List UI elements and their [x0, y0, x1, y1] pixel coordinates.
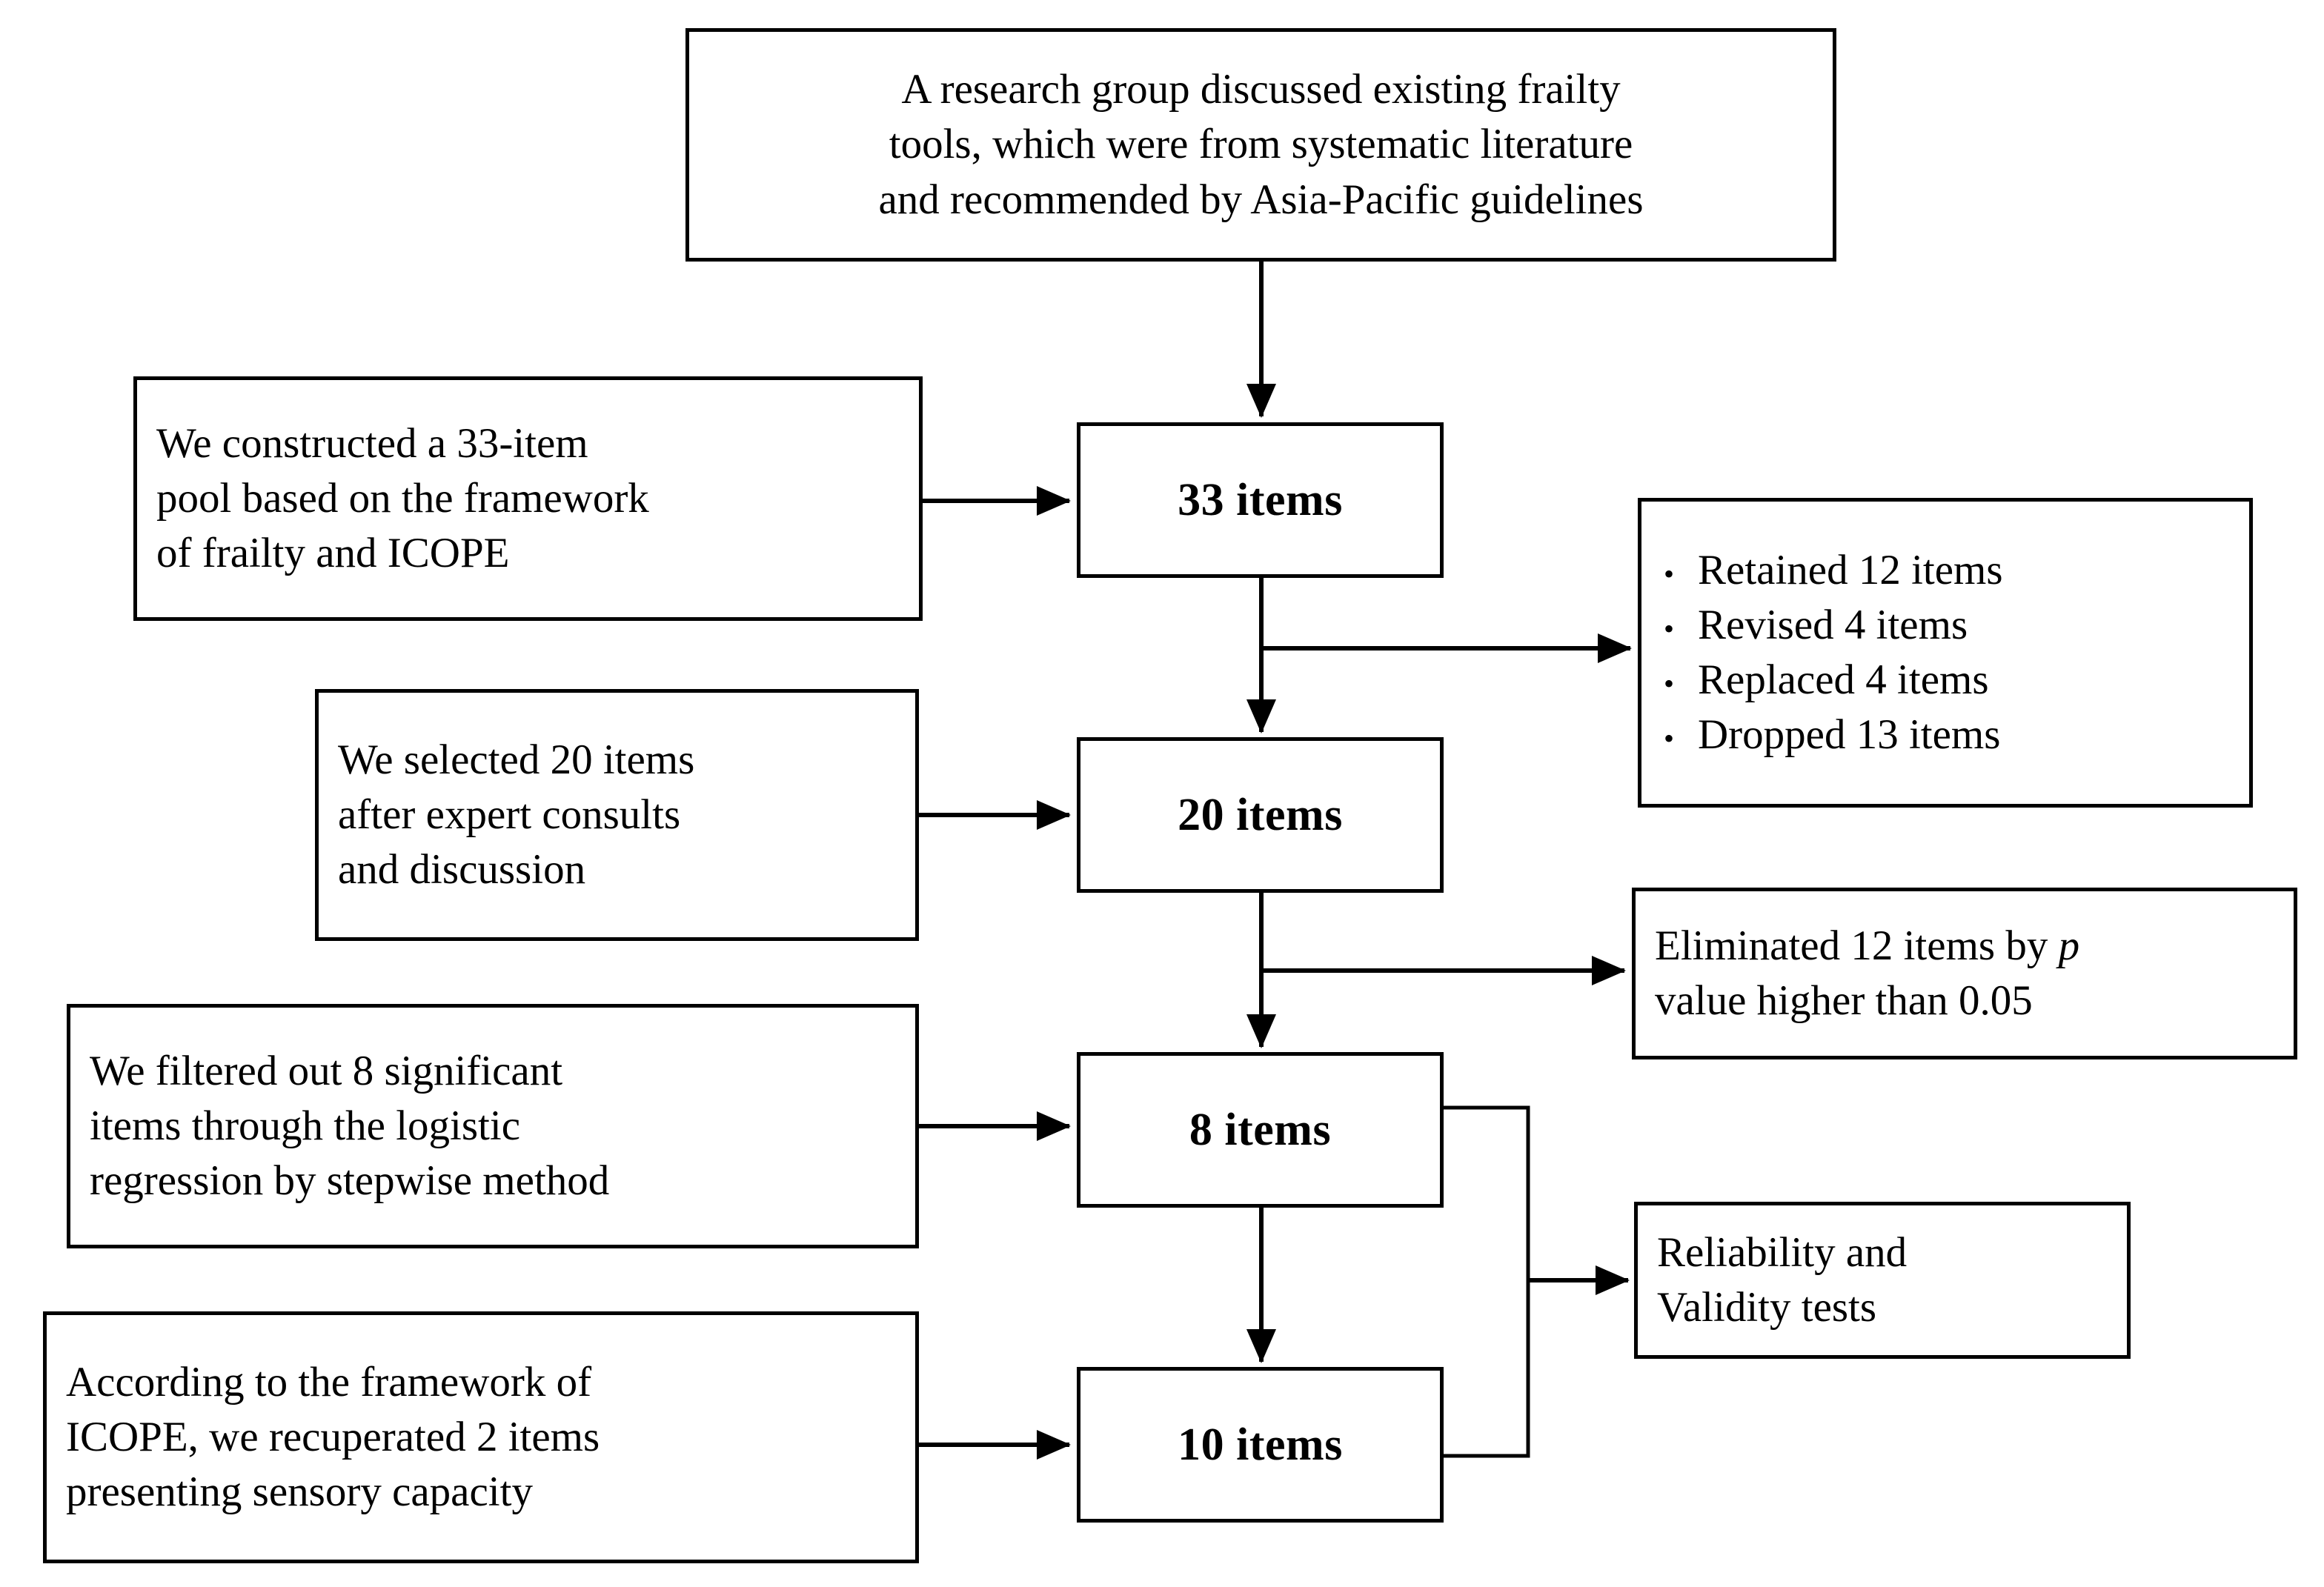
validation-line-2: Validity tests: [1657, 1284, 1877, 1331]
node-20-items-label: 20 items: [1178, 790, 1343, 840]
expert-review-outcome-box: • Retained 12 items • Revised 4 items • …: [1638, 498, 2253, 808]
eliminated-items-box: Eliminated 12 items by p value higher th…: [1632, 888, 2297, 1059]
node-8-items-label: 8 items: [1189, 1105, 1332, 1155]
recuperate-items-line-3: presenting sensory capacity: [66, 1468, 533, 1516]
logistic-regression-note: We filtered out 8 significant items thro…: [67, 1004, 919, 1248]
source-line-2: tools, which were from systematic litera…: [889, 121, 1633, 168]
expert-consult-note: We selected 20 items after expert consul…: [315, 689, 919, 941]
source-line-1: A research group discussed existing frai…: [901, 66, 1621, 113]
recuperate-items-line-1: According to the framework of: [66, 1358, 592, 1405]
recuperate-items-note: According to the framework of ICOPE, we …: [43, 1311, 919, 1563]
p-value-symbol: p: [2058, 922, 2080, 969]
bullet-dot-icon: •: [1664, 722, 1675, 756]
node-8-items: 8 items: [1077, 1052, 1444, 1208]
source-line-3: and recommended by Asia-Pacific guidelin…: [878, 176, 1644, 223]
bullet-dot-icon: •: [1664, 667, 1675, 700]
node-10-items-label: 10 items: [1178, 1420, 1343, 1470]
construct-pool-note: We constructed a 33-item pool based on t…: [133, 376, 923, 621]
construct-pool-line-1: We constructed a 33-item: [156, 419, 588, 467]
edge-8-and-10-to-validation-bracket: [1444, 1105, 1530, 1458]
logistic-regression-line-3: regression by stepwise method: [90, 1157, 610, 1205]
bullet-dot-icon: •: [1664, 556, 1675, 590]
outcome-list-item: • Revised 4 items: [1664, 598, 2227, 653]
outcome-list-item: • Replaced 4 items: [1664, 653, 2227, 708]
eliminated-line-1: Eliminated 12 items by p: [1655, 919, 2274, 974]
bullet-dot-icon: •: [1664, 611, 1675, 645]
recuperate-items-line-2: ICOPE, we recuperated 2 items: [66, 1413, 600, 1460]
node-33-items-label: 33 items: [1178, 475, 1343, 525]
logistic-regression-line-2: items through the logistic: [90, 1102, 521, 1149]
eliminated-line-2: value higher than 0.05: [1655, 977, 2033, 1024]
node-20-items: 20 items: [1077, 737, 1444, 893]
eliminated-line-1-text: Eliminated 12 items by: [1655, 922, 2059, 969]
reliability-validity-box: Reliability and Validity tests: [1634, 1202, 2131, 1359]
logistic-regression-line-1: We filtered out 8 significant: [90, 1047, 563, 1094]
outcome-list-item: • Retained 12 items: [1664, 543, 2227, 598]
construct-pool-line-3: of frailty and ICOPE: [156, 530, 510, 577]
outcome-item-text: Revised 4 items: [1698, 601, 1968, 648]
outcome-item-text: Dropped 13 items: [1698, 711, 2001, 759]
source-box: A research group discussed existing frai…: [685, 28, 1836, 262]
node-33-items: 33 items: [1077, 422, 1444, 578]
expert-consult-line-3: and discussion: [338, 846, 586, 894]
construct-pool-line-2: pool based on the framework: [156, 474, 649, 522]
validation-line-1: Reliability and: [1657, 1228, 1908, 1276]
outcome-list-item: • Dropped 13 items: [1664, 708, 2227, 762]
expert-consult-line-2: after expert consults: [338, 791, 681, 838]
expert-consult-line-1: We selected 20 items: [338, 736, 695, 783]
node-10-items: 10 items: [1077, 1367, 1444, 1523]
outcome-item-text: Retained 12 items: [1698, 546, 2003, 593]
outcome-item-text: Replaced 4 items: [1698, 656, 1989, 703]
